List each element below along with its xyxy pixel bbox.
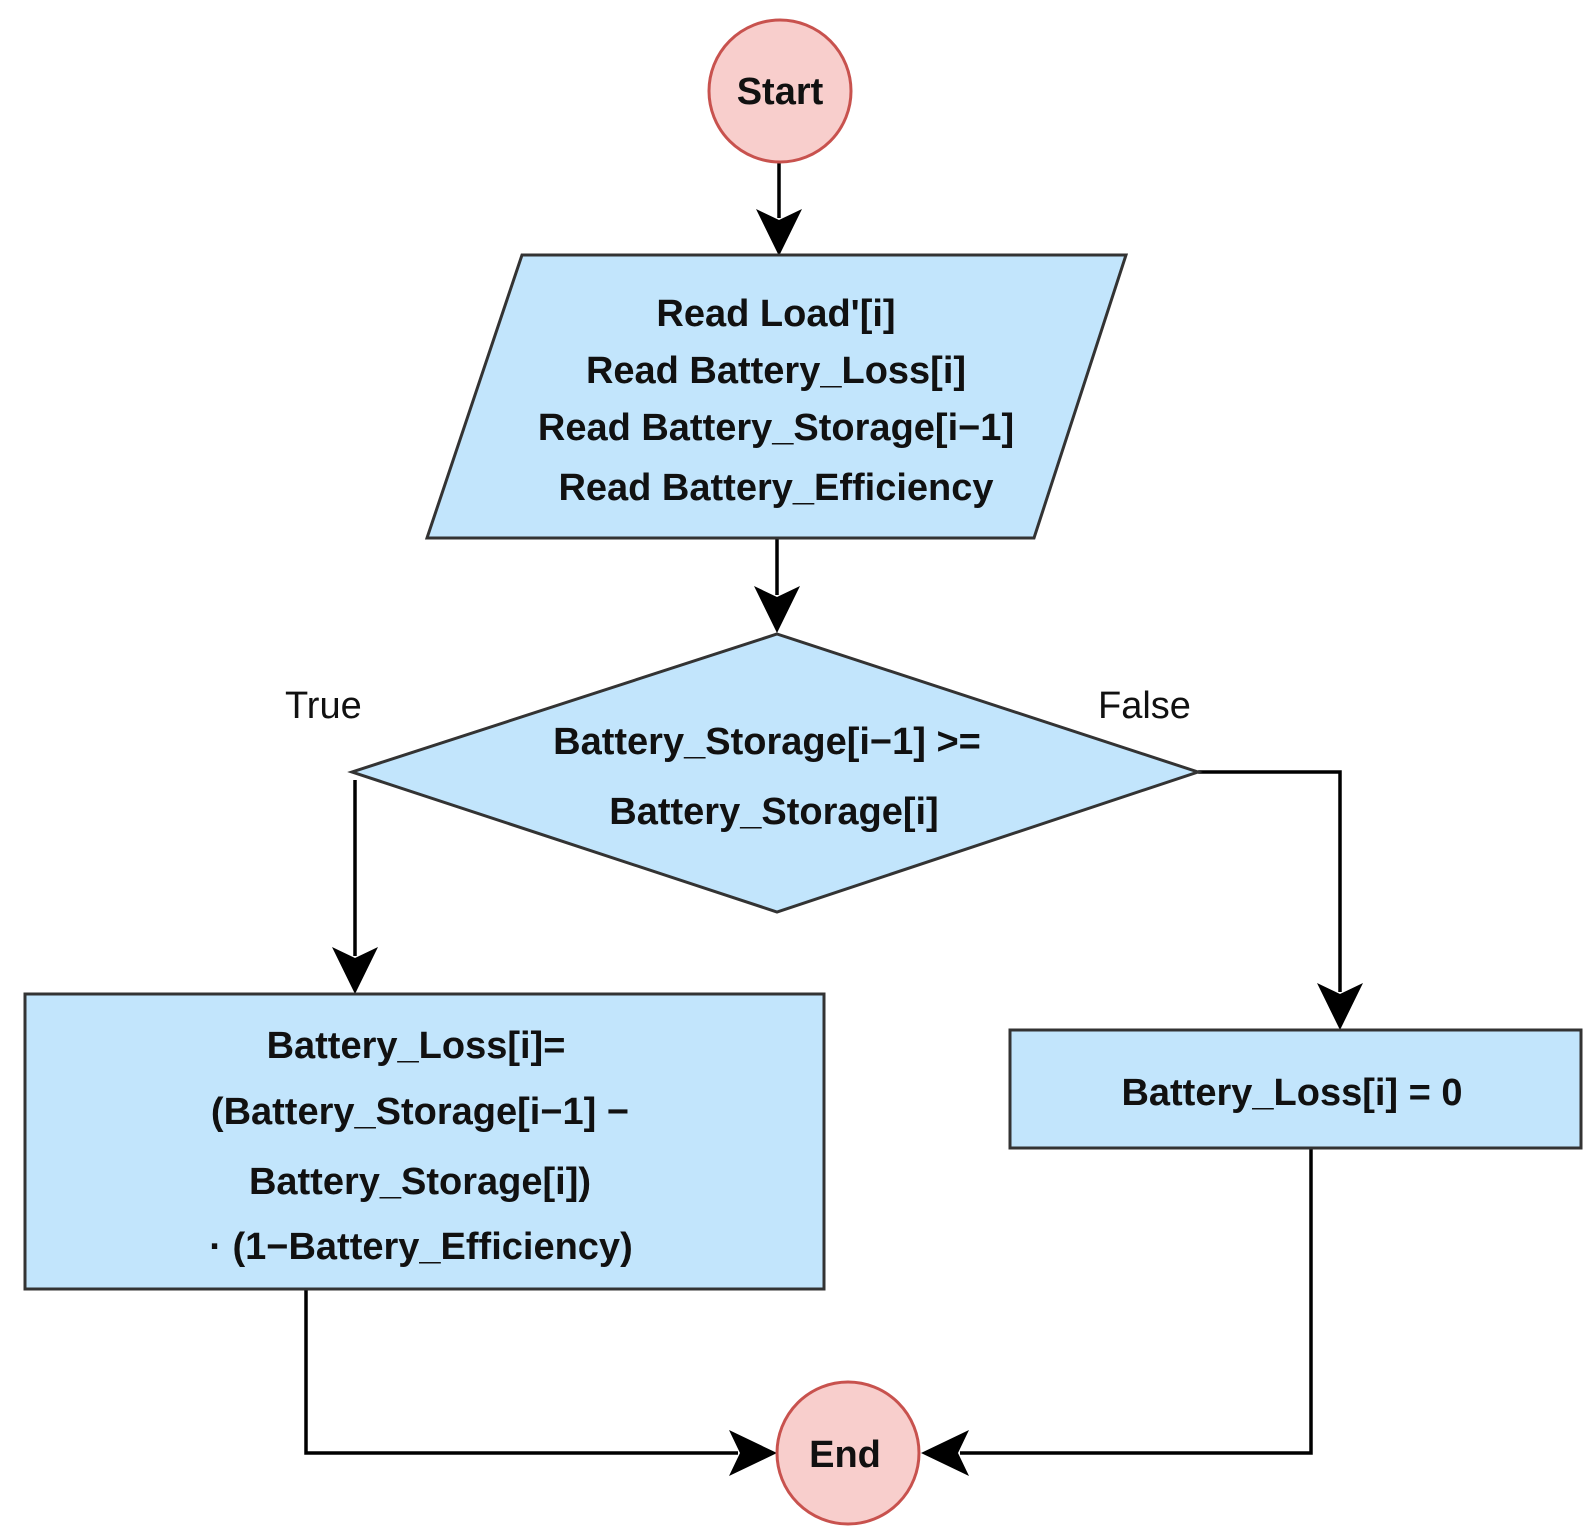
process-true-line-4: · (1−Battery_Efficiency) (209, 1226, 632, 1268)
process-true-box (23, 992, 826, 1291)
decision-node: Battery_Storage[i−1] >= Battery_Storage[… (347, 632, 1203, 914)
process-true-line-2: (Battery_Storage[i−1] − (211, 1091, 629, 1133)
end-node: End (775, 1380, 921, 1526)
start-node: Start (707, 18, 853, 164)
process-true-line-3: Battery_Storage[i]) (249, 1161, 591, 1203)
process-false-label: Battery_Loss[i] = 0 (1121, 1072, 1462, 1114)
input-node: Read Load'[i] Read Battery_Loss[i] Read … (424, 253, 1129, 540)
input-parallelogram (424, 253, 1129, 540)
input-line-4: Read Battery_Efficiency (558, 467, 993, 509)
edge-decision-false (1198, 770, 1342, 992)
process-false-box (1008, 1028, 1583, 1150)
process-false-node: Battery_Loss[i] = 0 (1008, 1028, 1583, 1150)
arrowhead-end-left (729, 1430, 777, 1476)
decision-line-2: Battery_Storage[i] (609, 791, 938, 833)
start-circle (707, 18, 853, 164)
input-line-1: Read Load'[i] (656, 293, 895, 335)
process-true-line-1: Battery_Loss[i]= (267, 1025, 566, 1067)
process-true-node: Battery_Loss[i]= (Battery_Storage[i−1] −… (23, 992, 826, 1291)
start-label: Start (737, 71, 824, 113)
true-branch-label: True (285, 685, 362, 727)
arrowhead-process-false (1317, 983, 1363, 1030)
arrowhead-end-right (921, 1430, 969, 1476)
edge-true-to-end (304, 1290, 738, 1455)
connectors (304, 163, 1363, 1476)
edge-false-to-end (960, 1149, 1313, 1455)
arrowhead-process-true (332, 947, 378, 994)
end-circle (775, 1380, 921, 1526)
decision-line-1: Battery_Storage[i−1] >= (553, 721, 981, 763)
end-label: End (809, 1434, 881, 1476)
false-branch-label: False (1098, 685, 1191, 727)
decision-diamond (347, 632, 1203, 914)
input-line-2: Read Battery_Loss[i] (586, 350, 966, 392)
arrowhead-input (756, 209, 802, 256)
input-line-3: Read Battery_Storage[i−1] (538, 407, 1014, 449)
arrowhead-decision (754, 586, 800, 633)
